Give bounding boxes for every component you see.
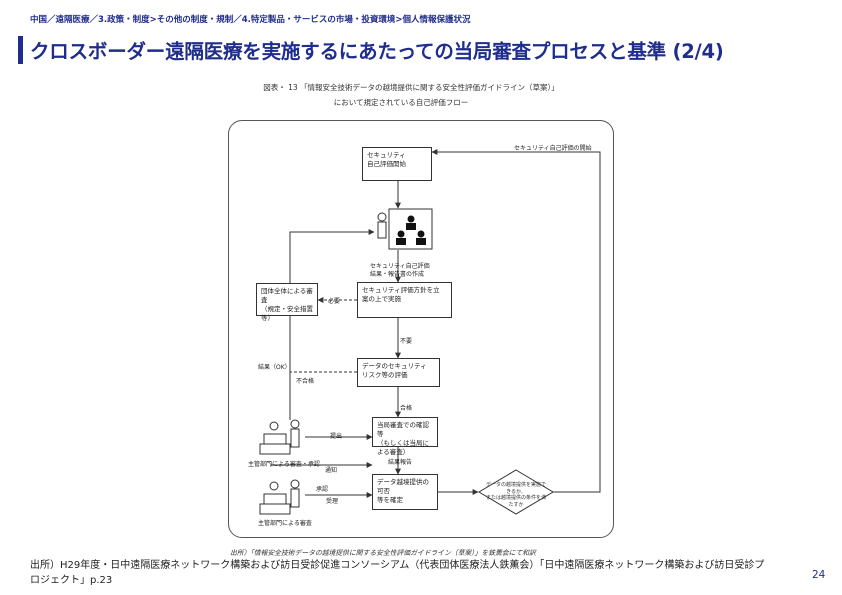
decision-diamond-text: データの越境提供を実施できるか、 または越境提供の条件を満たすか xyxy=(486,482,547,508)
fail-label: 不合格 xyxy=(296,378,315,385)
notify-label: 通知 xyxy=(325,467,338,474)
top-right-label: セキュリティ自己評価の開始 xyxy=(514,145,592,152)
regulator-desk-icon xyxy=(259,419,300,455)
final-box: データ越境提供の可否 等を確定 xyxy=(372,474,438,510)
start-box: セキュリティ 自己評価開始 xyxy=(362,147,432,181)
title-accent-bar xyxy=(18,36,23,64)
dept-review-label: 主管部門による審査・承認 xyxy=(248,461,320,468)
department-desk-icon xyxy=(259,479,300,515)
result-ok-label: 結果（OK） xyxy=(258,364,291,371)
approval-label: 承認 xyxy=(316,486,329,493)
figure-caption-line2: において規定されている自己評価フロー xyxy=(333,98,469,107)
page-title: クロスボーダー遠隔医療を実施するにあたっての当局審査プロセスと基準 (2/4) xyxy=(30,40,724,63)
no-need-label: 不要 xyxy=(400,338,413,345)
evaluation-team-icon xyxy=(377,208,433,250)
report-result-label: 結果報告 xyxy=(388,459,413,466)
page-number: 24 xyxy=(812,569,826,581)
footer-source: 出所）H29年度・日中遠隔医療ネットワーク構築および訪日受診促進コンソーシアム（… xyxy=(30,560,765,586)
figure-source-note: 出所）「情報安全技術データの越境提供に関する安全性評価ガイドライン（草案）」を鉄… xyxy=(230,549,536,557)
eval-result-label: セキュリティ自己評価 結果・報告書の作成 xyxy=(370,263,430,278)
pass-label: 合格 xyxy=(400,405,413,412)
regulator-label: 主管部門による審査 xyxy=(258,520,312,527)
security-plan-box: セキュリティ評価方針を立 案の上で実施 xyxy=(357,282,452,318)
diagram-frame xyxy=(228,120,614,538)
report-box: 当局審査での確認等 （もしくは当局による審査） xyxy=(372,417,438,456)
submit-label: 提出 xyxy=(330,433,343,440)
accept-label: 受理 xyxy=(326,498,339,505)
breadcrumb: 中国／遠隔医療／3.政策・制度>その他の制度・規制／4.特定製品・サービスの市場… xyxy=(30,15,471,25)
org-review-box: 団体全体による審査 （規定・安全措置等） xyxy=(256,283,318,322)
security-check-box: データのセキュリティ リスク等の評価 xyxy=(357,358,440,387)
needed-label: 必要 xyxy=(328,298,341,305)
figure-caption-line1: 図表・ 13 「情報安全技術データの越境提供に関する安全性評価ガイドライン（草案… xyxy=(263,83,559,92)
